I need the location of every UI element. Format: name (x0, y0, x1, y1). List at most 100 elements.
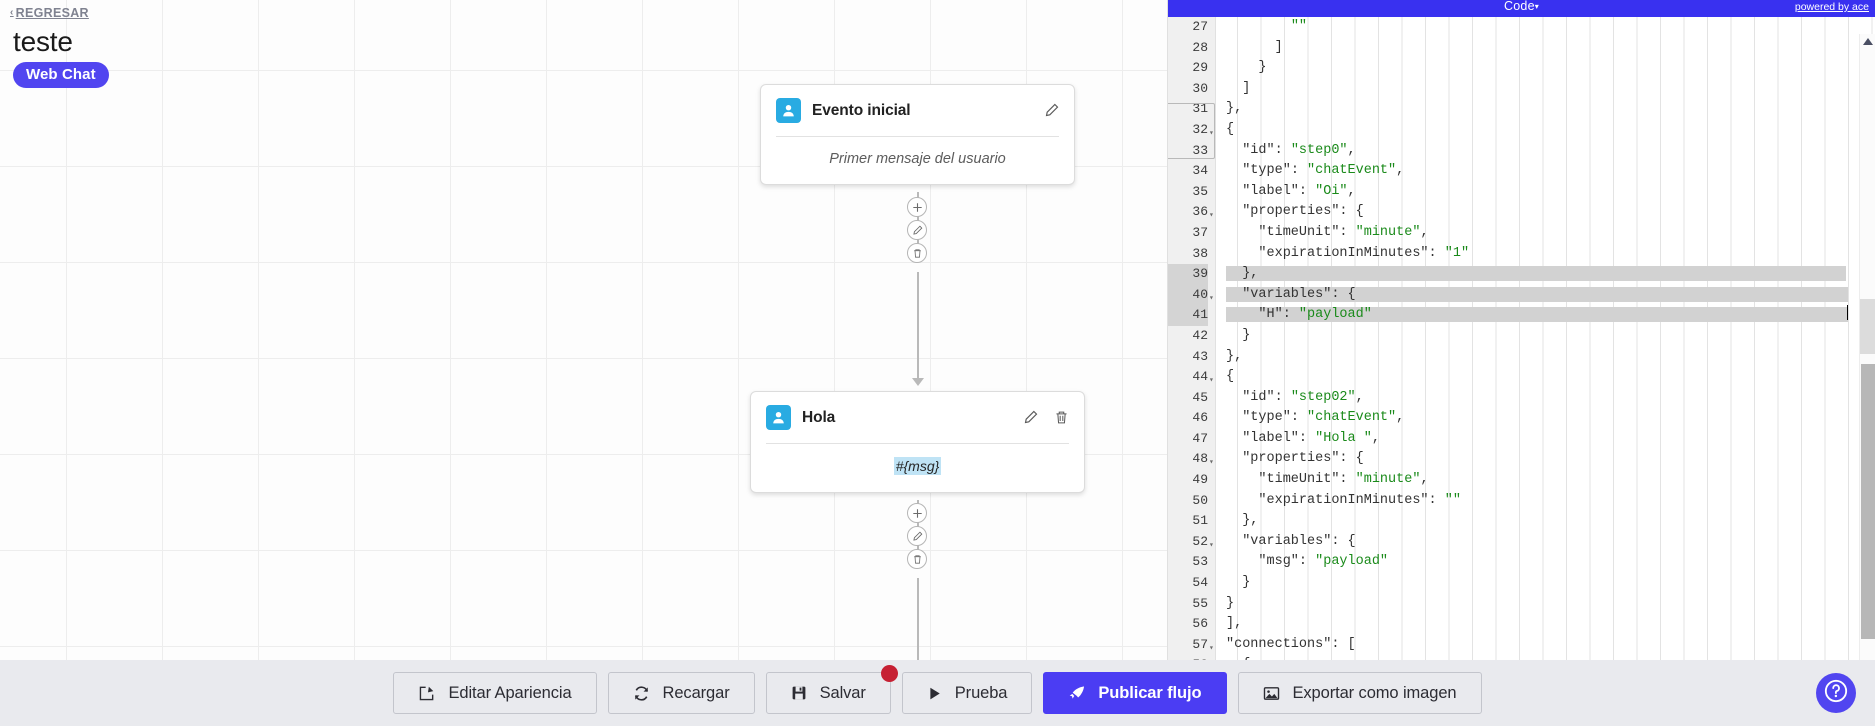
fold-toggle-icon[interactable]: ▾ (1209, 211, 1214, 221)
code-line[interactable]: 36▾ "properties": { (1168, 202, 1875, 223)
code-line[interactable]: 56], (1168, 614, 1875, 635)
code-line[interactable]: 58▾ { (1168, 655, 1875, 660)
delete-icon[interactable] (907, 243, 927, 263)
edit-icon[interactable] (907, 526, 927, 546)
code-line[interactable]: 31}, (1168, 99, 1875, 120)
edit-icon[interactable] (1043, 102, 1060, 119)
code-line[interactable]: 40▾ "variables": { (1168, 284, 1875, 306)
code-line[interactable]: 52▾ "variables": { (1168, 532, 1875, 553)
fold-toggle-icon[interactable]: ▾ (1209, 128, 1214, 138)
code-line-text: ] (1226, 80, 1251, 96)
line-number: 38 (1192, 245, 1208, 261)
code-line[interactable]: 45 "id": "step02", (1168, 388, 1875, 409)
scrollbar-thumb[interactable] (1861, 364, 1875, 639)
code-line-text: "id": "step02", (1242, 389, 1364, 405)
code-line[interactable]: 51 }, (1168, 511, 1875, 532)
line-number: 44 (1192, 369, 1208, 385)
collapse-panel-button[interactable]: ❯ (1168, 103, 1215, 159)
fold-toggle-icon[interactable]: ▾ (1209, 643, 1214, 653)
code-line[interactable]: 35 "label": "Oi", (1168, 182, 1875, 203)
delete-icon[interactable] (1053, 409, 1070, 426)
reload-button[interactable]: Recargar (607, 672, 755, 714)
code-line[interactable]: 27 "" (1168, 17, 1875, 38)
edit-appearance-button[interactable]: Editar Apariencia (393, 672, 597, 714)
line-number: 45 (1192, 389, 1208, 405)
code-line[interactable]: 41 "H": "payload" (1168, 305, 1875, 326)
line-number: 28 (1192, 39, 1208, 55)
edge-tools-1[interactable] (907, 197, 927, 263)
code-lines[interactable]: 27 ""28 ]29 }30 ]31},32▾{33 "id": "step0… (1168, 17, 1875, 660)
code-line-text: "timeUnit": "minute", (1258, 224, 1429, 240)
code-line-text: "connections": [ (1226, 636, 1356, 652)
code-line[interactable]: 48▾ "properties": { (1168, 449, 1875, 470)
fold-toggle-icon[interactable]: ▾ (1209, 540, 1214, 550)
code-line[interactable]: 38 "expirationInMinutes": "1" (1168, 244, 1875, 265)
code-panel-header: Code▾ powered by ace (1168, 0, 1875, 17)
node-header: Hola (751, 392, 1084, 443)
ace-credit-link[interactable]: powered by ace (1794, 1, 1869, 13)
edit-icon[interactable] (907, 220, 927, 240)
code-line[interactable]: 55} (1168, 594, 1875, 615)
delete-icon[interactable] (907, 549, 927, 569)
edge-segment-2 (917, 272, 919, 380)
add-icon[interactable] (907, 503, 927, 523)
code-line[interactable]: 57▾"connections": [ (1168, 635, 1875, 656)
code-line[interactable]: 47 "label": "Hola ", (1168, 429, 1875, 450)
code-line-text: { (1226, 121, 1235, 137)
line-number: 53 (1192, 554, 1208, 570)
code-line[interactable]: 39 }, (1168, 264, 1875, 285)
code-line[interactable]: 46 "type": "chatEvent", (1168, 408, 1875, 429)
flow-node-hola[interactable]: Hola #{msg} (750, 391, 1085, 493)
code-line-text: }, (1226, 101, 1243, 117)
save-icon (791, 685, 807, 701)
code-line[interactable]: 32▾{ (1168, 120, 1875, 141)
fold-toggle-icon[interactable]: ▾ (1209, 458, 1214, 468)
back-link-label: REGRESAR (15, 6, 89, 20)
code-line[interactable]: 29 } (1168, 58, 1875, 79)
line-number: 47 (1192, 430, 1208, 446)
code-line[interactable]: 53 "msg": "payload" (1168, 552, 1875, 573)
scroll-up-icon[interactable] (1863, 38, 1873, 45)
test-button[interactable]: Prueba (901, 672, 1033, 714)
code-line[interactable]: 54 } (1168, 573, 1875, 594)
code-panel-title[interactable]: Code▾ (1504, 0, 1539, 13)
bottom-toolbar: Editar Apariencia Recargar Salvar Prueba (0, 660, 1875, 726)
code-line[interactable]: 30 ] (1168, 79, 1875, 100)
code-line[interactable]: 43}, (1168, 347, 1875, 368)
line-number: 58 (1168, 655, 1208, 660)
code-line-text: ] (1226, 39, 1283, 55)
publish-flow-button[interactable]: Publicar flujo (1043, 672, 1227, 714)
edge-tools-2[interactable] (907, 503, 927, 569)
save-button[interactable]: Salvar (765, 665, 898, 714)
code-line[interactable]: 44▾{ (1168, 367, 1875, 388)
back-link[interactable]: ‹ REGRESAR (10, 6, 89, 20)
flow-canvas[interactable]: ‹ REGRESAR teste Web Chat (0, 0, 1167, 660)
code-line[interactable]: 42 } (1168, 326, 1875, 347)
chevron-down-icon: ▾ (1534, 2, 1539, 12)
line-number: 31 (1192, 101, 1208, 117)
code-line[interactable]: 50 "expirationInMinutes": "" (1168, 491, 1875, 512)
node-divider (766, 443, 1069, 444)
code-line-text: "timeUnit": "minute", (1258, 472, 1429, 488)
code-line-text: } (1226, 575, 1251, 591)
code-line[interactable]: 33 "id": "step0", (1168, 141, 1875, 162)
fold-toggle-icon[interactable]: ▾ (1209, 376, 1214, 386)
code-line[interactable]: 34 "type": "chatEvent", (1168, 161, 1875, 182)
code-editor[interactable]: 27 ""28 ]29 }30 ]31},32▾{33 "id": "step0… (1168, 17, 1875, 660)
flow-node-evento-inicial[interactable]: Evento inicial Primer mensaje del usuari… (760, 84, 1075, 185)
add-icon[interactable] (907, 197, 927, 217)
edit-icon[interactable] (1022, 409, 1039, 426)
edit-square-icon (418, 685, 435, 702)
fold-toggle-icon[interactable]: ▾ (1209, 293, 1214, 303)
code-scrollbar[interactable] (1859, 34, 1875, 660)
code-line-text: "type": "chatEvent", (1242, 410, 1405, 426)
code-line[interactable]: 49 "timeUnit": "minute", (1168, 470, 1875, 491)
code-line-text: "label": "Oi", (1242, 183, 1356, 199)
code-line[interactable]: 37 "timeUnit": "minute", (1168, 223, 1875, 244)
code-line-text: ], (1226, 616, 1243, 632)
code-line[interactable]: 28 ] (1168, 38, 1875, 59)
export-image-button[interactable]: Exportar como imagen (1237, 672, 1482, 714)
help-button[interactable] (1816, 673, 1856, 713)
code-line-text: "variables": { (1242, 533, 1356, 549)
